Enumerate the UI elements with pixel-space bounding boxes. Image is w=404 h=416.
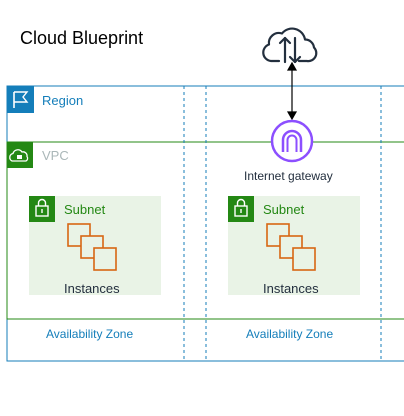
- subnet-box-2: [228, 196, 360, 295]
- availability-zone-label-2: Availability Zone: [246, 327, 334, 341]
- connector-arrow: [286, 61, 298, 121]
- cloud-upload-download-icon: [262, 27, 318, 64]
- instances-icon: [266, 223, 316, 271]
- vpc-label: VPC: [42, 148, 69, 163]
- availability-zone-label-1: Availability Zone: [46, 327, 134, 341]
- page-title: Cloud Blueprint: [20, 28, 144, 48]
- availability-zone-dividers: [183, 86, 382, 361]
- vpc-boundary: [6, 141, 404, 320]
- instances-label-1: Instances: [64, 281, 120, 296]
- subnet-lock-icon: [29, 196, 55, 222]
- region-flag-icon: [7, 86, 34, 113]
- instances-icon: [67, 223, 117, 271]
- subnet-box-1: [29, 196, 161, 295]
- instances-label-2: Instances: [263, 281, 319, 296]
- region-label: Region: [42, 93, 84, 108]
- vpc-cloud-lock-icon: [7, 142, 33, 168]
- subnet-label-2: Subnet: [263, 202, 305, 217]
- internet-gateway-label: Internet gateway: [244, 169, 333, 183]
- subnet-label-1: Subnet: [64, 202, 106, 217]
- internet-gateway-icon: [270, 119, 314, 163]
- subnet-lock-icon: [228, 196, 254, 222]
